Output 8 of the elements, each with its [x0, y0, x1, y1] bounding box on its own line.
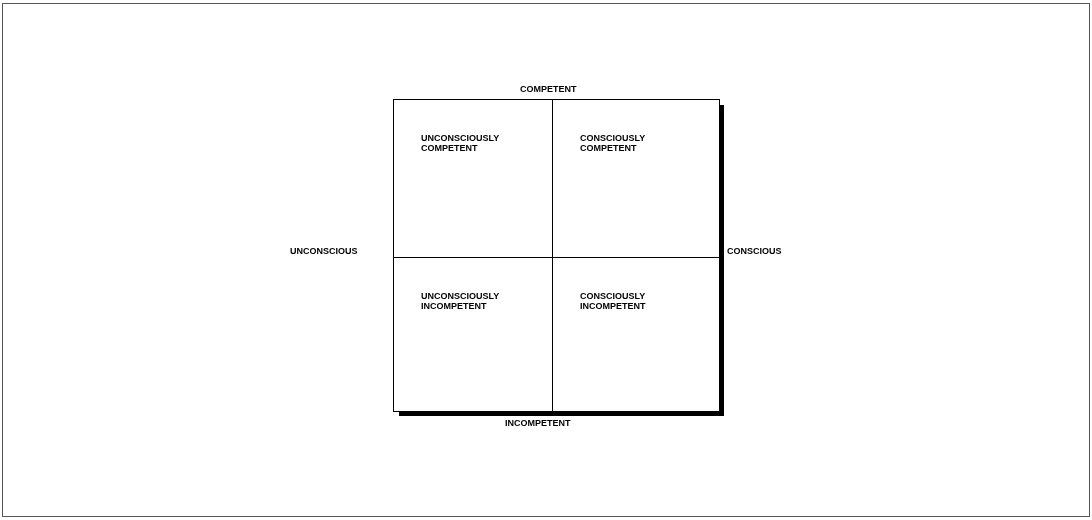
- quadrant-label: CONSCIOUSLY COMPETENT: [580, 133, 647, 153]
- axis-label: INCOMPETENT: [505, 418, 571, 428]
- axis-label: UNCONSCIOUS: [290, 246, 358, 256]
- quadrant-label: UNCONSCIOUSLY COMPETENT: [421, 133, 501, 153]
- quadrant: [394, 100, 553, 258]
- axis-label: COMPETENT: [520, 84, 577, 94]
- quadrant-label: CONSCIOUSLY INCOMPETENT: [580, 291, 647, 311]
- quadrant-label: UNCONSCIOUSLY INCOMPETENT: [421, 291, 501, 311]
